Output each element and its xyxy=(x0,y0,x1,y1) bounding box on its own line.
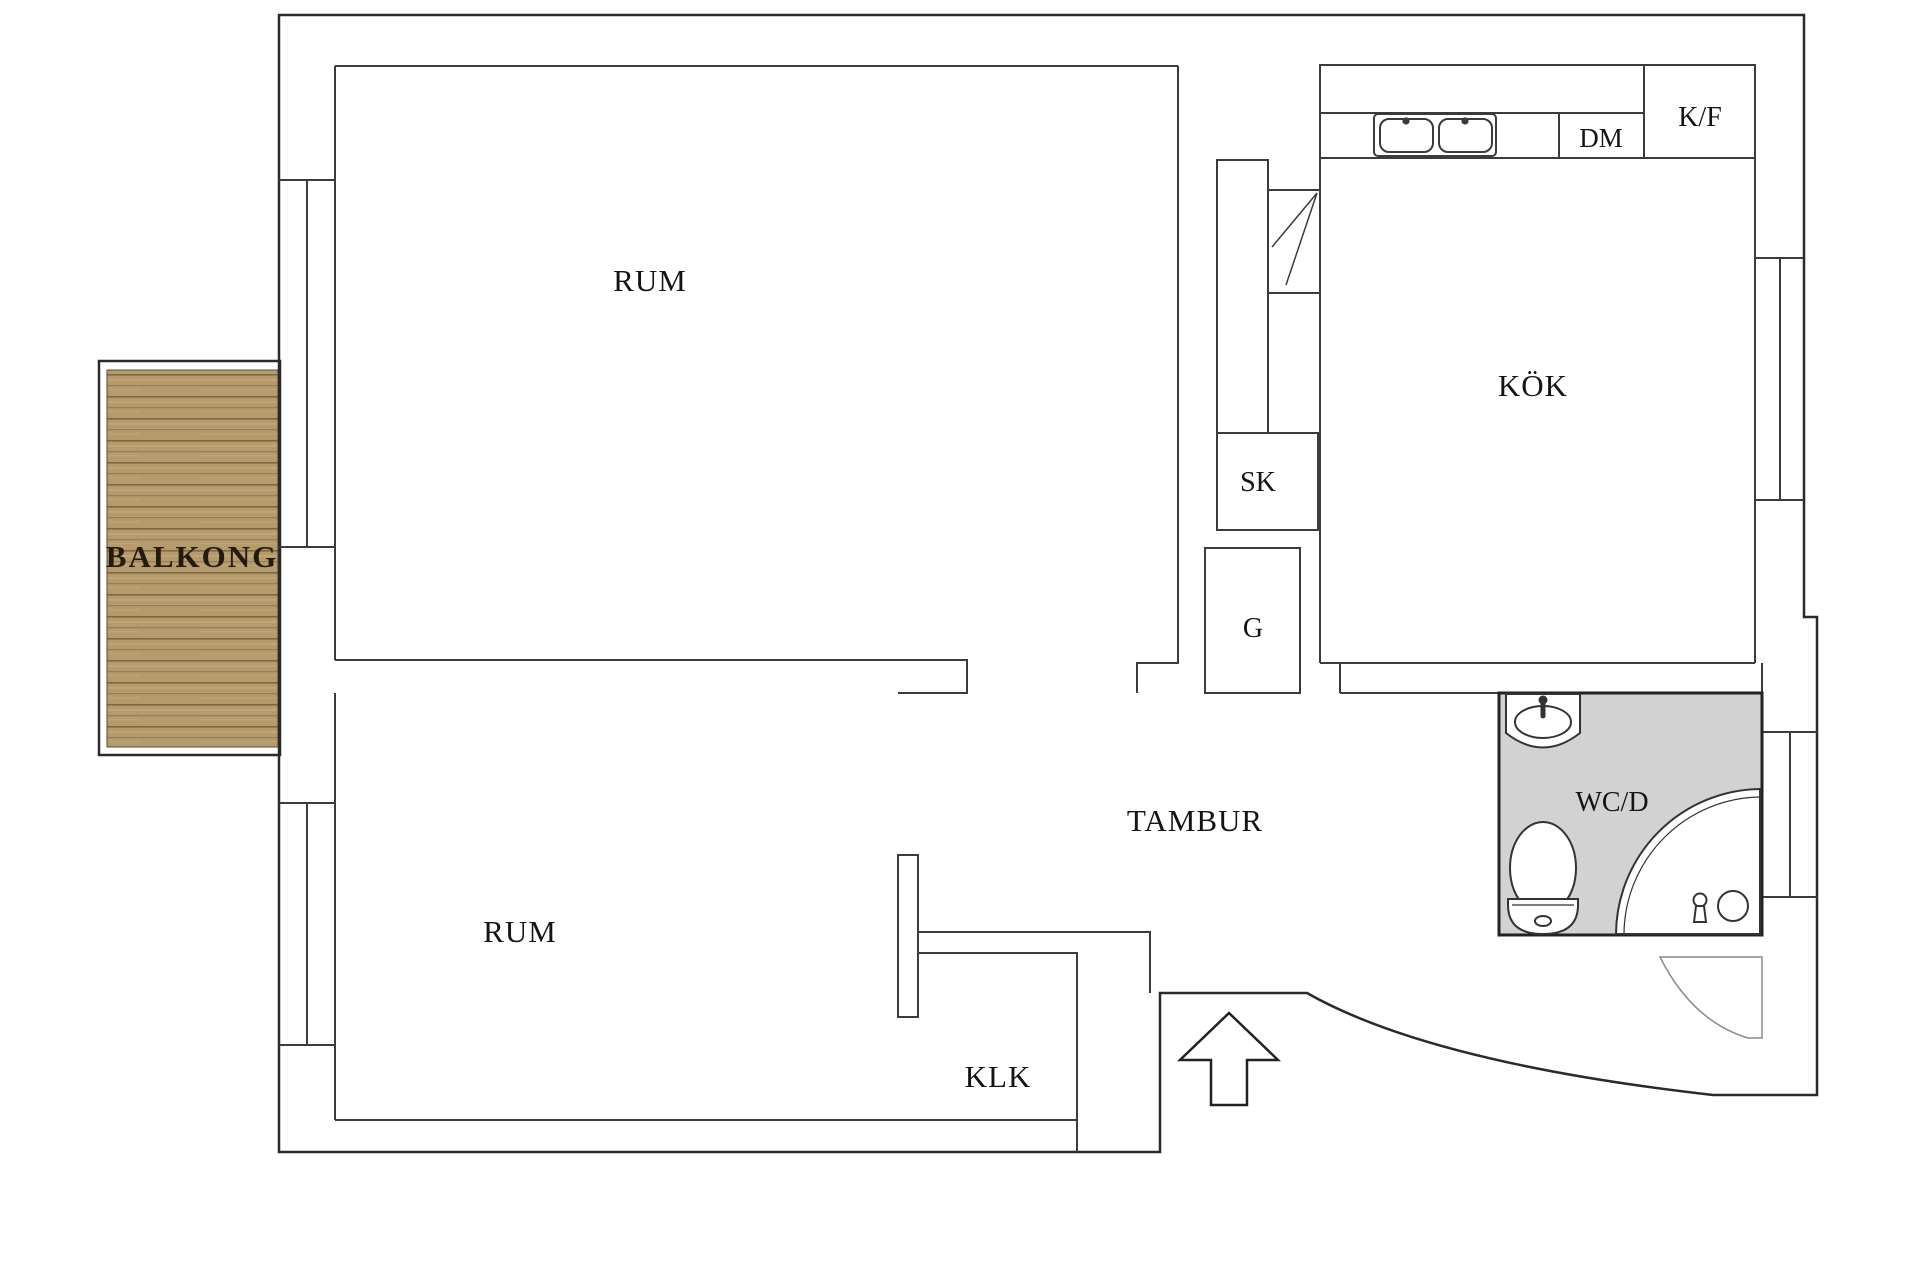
sk-closet-box xyxy=(1216,432,1319,531)
entrance xyxy=(1176,956,1763,1107)
balcony xyxy=(97,359,282,757)
toilet-icon xyxy=(1507,821,1579,936)
label-room-bottom: RUM xyxy=(483,914,557,949)
g-closet-box xyxy=(1204,547,1301,694)
label-wardrobe: G xyxy=(1243,613,1263,644)
label-balcony: BALKONG xyxy=(106,539,278,574)
curved-wall-inner-face xyxy=(1658,956,1763,1039)
closets xyxy=(1204,159,1321,694)
label-kitchen: KÖK xyxy=(1498,368,1568,403)
door-swing-line xyxy=(1285,192,1318,286)
windows xyxy=(279,179,1817,1046)
sk-tall-cabinet xyxy=(1216,159,1269,434)
entrance-arrow-icon xyxy=(1176,1011,1282,1107)
shower-icon xyxy=(1614,787,1761,935)
label-fridge-freezer: K/F xyxy=(1678,102,1722,133)
kitchen-fixtures xyxy=(1319,64,1756,159)
label-dishwasher: DM xyxy=(1579,123,1623,153)
fridge-freezer-box xyxy=(1643,64,1756,159)
door-swing-line xyxy=(1271,192,1318,248)
label-hall: TAMBUR xyxy=(1127,803,1263,838)
window-left-upper xyxy=(279,179,335,548)
window-kitchen-right xyxy=(1755,257,1804,501)
outer-wall xyxy=(277,13,1819,1154)
washbasin-icon xyxy=(1505,693,1581,749)
kitchen-sink-icon xyxy=(1373,113,1497,157)
window-bathroom-right xyxy=(1762,731,1817,898)
dishwasher-box xyxy=(1558,112,1645,159)
label-cleaning-closet: SK xyxy=(1240,467,1276,498)
window-left-lower xyxy=(279,802,335,1046)
balcony-wood-deck xyxy=(106,369,279,748)
label-closet: KLK xyxy=(965,1059,1032,1094)
bathroom xyxy=(1497,691,1764,937)
label-bathroom: WC/D xyxy=(1575,787,1648,818)
kitchen-counter-upper xyxy=(1319,64,1645,114)
label-room-top: RUM xyxy=(613,263,687,298)
inner-walls xyxy=(334,65,1763,1152)
